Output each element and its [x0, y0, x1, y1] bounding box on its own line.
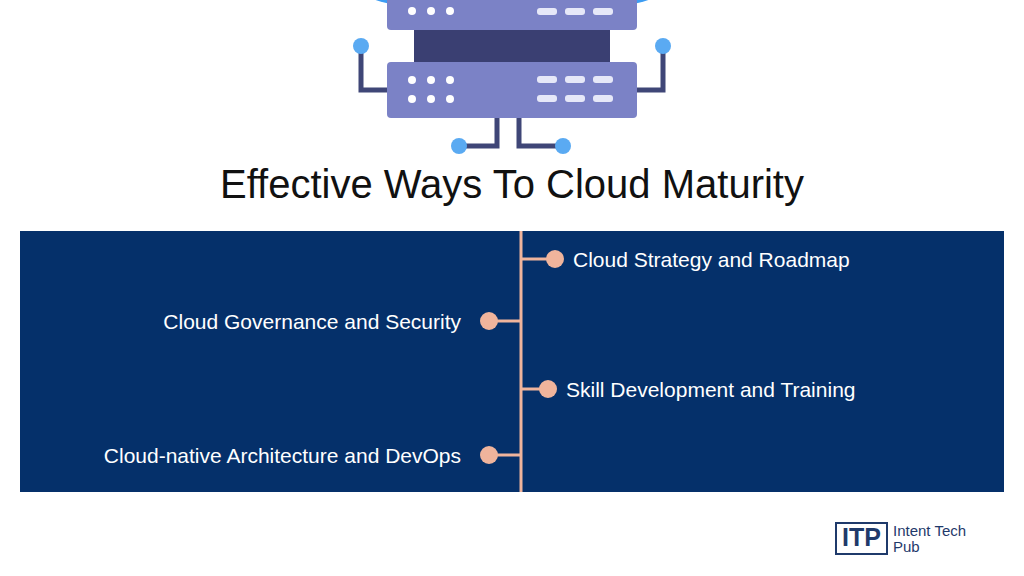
timeline-spine	[520, 231, 523, 492]
server-lights	[408, 7, 454, 103]
diagram-title: Effective Ways To Cloud Maturity	[0, 162, 1024, 207]
logo-mark: ITP	[837, 524, 886, 551]
server-slots	[537, 8, 613, 102]
timeline-dot	[480, 446, 498, 464]
logo-box: ITP	[835, 522, 888, 555]
timeline-dot	[539, 380, 557, 398]
timeline-item: Cloud Governance and Security	[89, 309, 461, 334]
timeline-dot	[480, 312, 498, 330]
timeline-item: Cloud-native Architecture and DevOps	[89, 443, 461, 468]
server-unit	[387, 0, 637, 30]
server-unit	[387, 62, 637, 118]
server-core	[414, 28, 610, 64]
timeline-item: Skill Development and Training	[566, 377, 992, 402]
logo-name: Intent Tech Pub	[893, 523, 969, 555]
timeline-band: Cloud Strategy and RoadmapCloud Governan…	[20, 231, 1004, 492]
timeline-item: Cloud Strategy and Roadmap	[573, 247, 992, 272]
timeline-dot	[546, 250, 564, 268]
